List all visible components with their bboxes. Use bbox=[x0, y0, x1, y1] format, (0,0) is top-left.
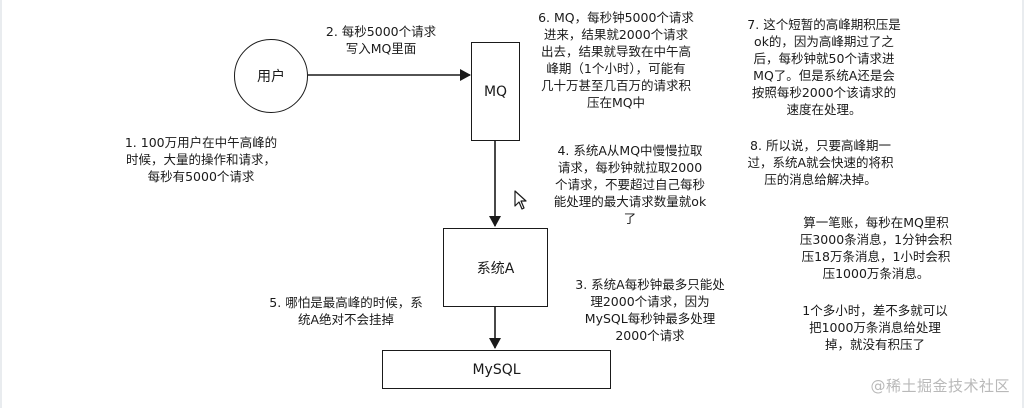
note-10: 1个多小时，差不多就可以 把1000万条消息给处理 掉，就没有积压了 bbox=[802, 303, 948, 352]
note-9: 算一笔账，每秒在MQ里积 压3000条消息，1分钟会积 压18万条消息，1小时会… bbox=[799, 215, 953, 281]
user-node: 用户 bbox=[234, 39, 308, 113]
user-node-label: 用户 bbox=[257, 69, 285, 85]
mysql-node: MySQL bbox=[382, 350, 611, 389]
mouse-pointer-icon bbox=[514, 190, 527, 210]
note-8: 8. 所以说，只要高峰期一 过，系统A就会快速的将积 压的消息给解决掉。 bbox=[747, 138, 894, 187]
note-4: 4. 系统A从MQ中慢慢拉取 请求，每秒钟就拉取2000 个请求，不要超过自己每… bbox=[553, 143, 707, 226]
left-edge bbox=[0, 0, 2, 408]
system-a-node: 系统A bbox=[443, 228, 548, 307]
right-edge bbox=[1022, 0, 1024, 408]
note-7: 7. 这个短暂的高峰期积压是 ok的，因为高峰期过了之 后，每秒钟就50个请求进… bbox=[747, 17, 901, 117]
mq-node-label: MQ bbox=[483, 83, 508, 100]
mysql-node-label: MySQL bbox=[472, 361, 521, 378]
note-3: 3. 系统A每秒钟最多只能处 理2000个请求，因为 MySQL每秒钟最多处理 … bbox=[575, 277, 725, 343]
watermark: @稀土掘金技术社区 bbox=[870, 377, 1010, 395]
note-2: 2. 每秒5000个请求 写入MQ里面 bbox=[325, 24, 437, 56]
system-a-node-label: 系统A bbox=[476, 260, 515, 277]
note-5: 5. 哪怕是最高峰的时候，系 统A绝对不会挂掉 bbox=[269, 295, 423, 327]
note-1: 1. 100万用户在中午高峰的 时候，大量的操作和请求， 每秒有5000个请求 bbox=[124, 135, 278, 184]
note-6: 6. MQ，每秒钟5000个请求 进来，结果就2000个请求 出去，结果就导致在… bbox=[538, 10, 694, 110]
mq-node: MQ bbox=[471, 42, 520, 141]
